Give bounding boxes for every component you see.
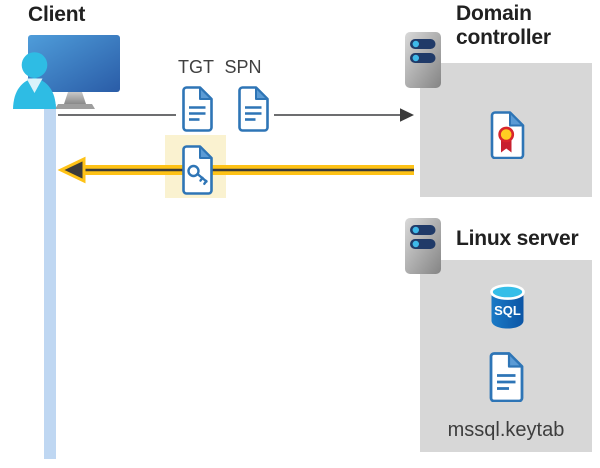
response-arrowhead [57,156,86,184]
certificate-seal [498,126,515,143]
monitor-stand [64,92,86,104]
sql-database-icon: SQL [489,282,526,331]
client-timeline-bar [44,104,56,459]
monitor-base [55,104,95,109]
key-document-icon [181,145,213,195]
client-heading: Client [28,3,86,26]
tgt-document-icon [181,86,213,132]
keytab-filename-label: mssql.keytab [447,419,565,441]
spn-document-icon [237,86,269,132]
spn-label: SPN [224,57,262,77]
monitor-screen [28,35,120,92]
domain-controller-heading: Domain controller [456,2,551,49]
domain-controller-server-icon [404,31,442,89]
person-head [21,52,48,78]
response-arrow [56,156,418,184]
keytab-document-icon [488,352,524,402]
sql-badge-text: SQL [494,303,521,318]
person-collar [26,78,43,93]
request-arrow [54,105,419,125]
linux-server-heading: Linux server [456,227,579,250]
certificate-ribbon [501,139,512,153]
person-body [13,77,56,109]
linux-server-icon [404,217,442,275]
request-arrowhead [400,108,414,122]
tgt-label: TGT [178,57,214,77]
certificate-icon [489,111,525,159]
user-at-computer-icon [12,33,122,111]
